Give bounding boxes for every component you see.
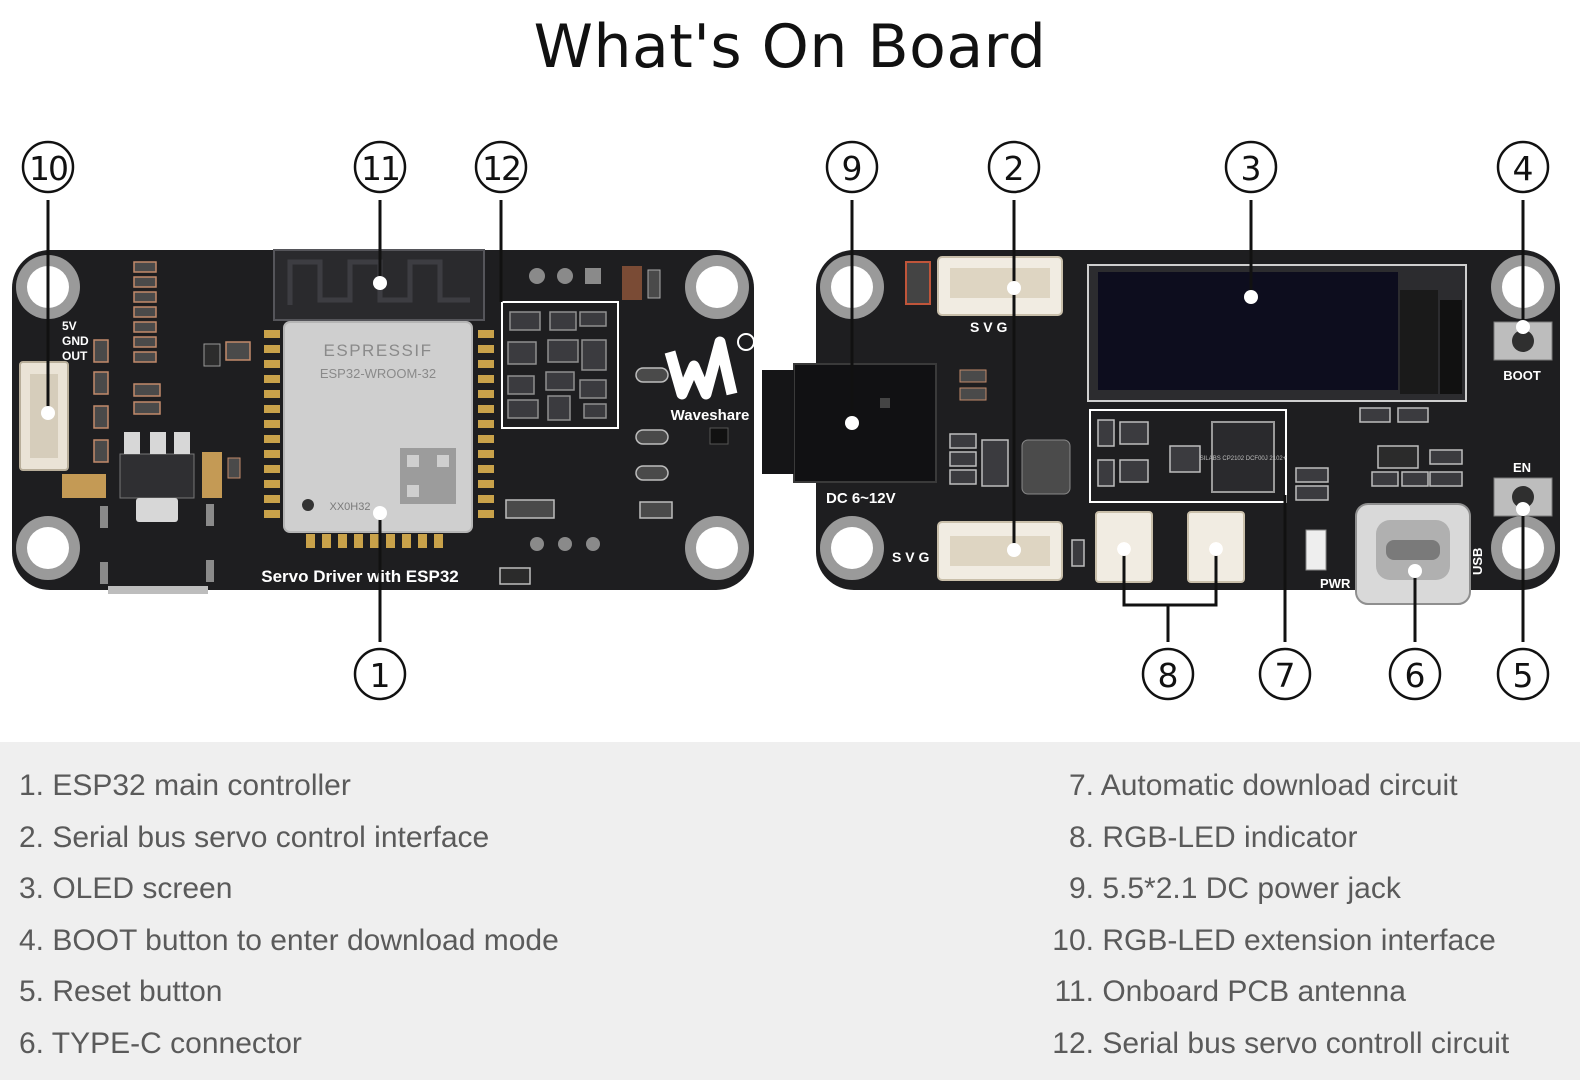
svg-text:12: 12 [482, 149, 520, 188]
svg-text:1: 1 [370, 656, 391, 695]
chip-brand-text: ESPRESSIF [324, 341, 433, 360]
ic-marking-text: SILABS CP2102 DCF00J 2102+ [1200, 456, 1287, 462]
callout-badge-1: 1 [353, 647, 407, 701]
svg-text:11: 11 [361, 149, 399, 188]
chip-model-text: ESP32-WROOM-32 [320, 366, 436, 381]
svg-text:5: 5 [1513, 656, 1534, 695]
legend-column-right: 7. Automatic download circuit 8. RGB-LED… [1050, 760, 1509, 1069]
board-front: ESPRESSIF ESP32-WROOM-32 XX0H32 Waveshar… [12, 249, 755, 594]
oled-screen [1087, 264, 1467, 402]
waveshare-logo-icon [664, 333, 755, 400]
legend-column-left: 1. ESP32 main controller 2. Serial bus s… [18, 760, 559, 1069]
chip-code-text: XX0H32 [330, 501, 371, 513]
svg-text:6: 6 [1405, 656, 1426, 695]
en-label: EN [1513, 460, 1531, 475]
legend-item: 11. Onboard PCB antenna [1054, 975, 1406, 1008]
pin-5v-label: 5V [62, 319, 77, 333]
callout-badge-2: 2 [987, 140, 1041, 194]
callout-badge-3: 3 [1224, 140, 1278, 194]
auto-download-circuit-area [1089, 409, 1287, 503]
mounting-hole [685, 516, 749, 580]
svg-text:7: 7 [1275, 656, 1296, 695]
mounting-hole [16, 516, 80, 580]
legend-item: 1. ESP32 main controller [18, 769, 351, 802]
usb-c-connector [1355, 503, 1471, 605]
board-diagram: ESPRESSIF ESP32-WROOM-32 XX0H32 Waveshar… [12, 140, 1560, 701]
svg-text:4: 4 [1513, 149, 1534, 188]
callout-badge-4: 4 [1496, 140, 1550, 194]
board-silkscreen-title: Servo Driver with ESP32 [261, 567, 458, 586]
svg-text:8: 8 [1158, 656, 1179, 695]
usb-label: USB [1470, 548, 1485, 575]
svg-text:9: 9 [842, 149, 863, 188]
callout-badge-12: 12 [474, 140, 528, 194]
dc-input-label: DC 6~12V [826, 490, 896, 507]
legend-panel: 1. ESP32 main controller 2. Serial bus s… [0, 742, 1580, 1080]
svg-text:2: 2 [1004, 149, 1025, 188]
mounting-hole [820, 516, 884, 580]
legend-item: 2. Serial bus servo control interface [18, 820, 490, 854]
callout-badge-9: 9 [825, 140, 879, 194]
callout-badge-6: 6 [1388, 647, 1442, 701]
callout-badge-11: 11 [353, 140, 407, 194]
legend-item: 8. RGB-LED indicator [1068, 820, 1358, 854]
callout-leaders [46, 200, 1525, 642]
callout-badge-7: 7 [1258, 647, 1312, 701]
legend-item: 10. RGB-LED extension interface [1052, 923, 1496, 957]
callout-badge-5: 5 [1496, 647, 1550, 701]
callout-badge-10: 10 [21, 140, 75, 194]
pin1-dot-icon [302, 499, 314, 511]
header-pins [529, 268, 601, 284]
legend-item: 6. TYPE-C connector [18, 1026, 302, 1060]
servo-connector-top [937, 256, 1063, 316]
header-pins [530, 537, 600, 551]
boot-label: BOOT [1503, 368, 1541, 383]
boot-button [1493, 321, 1553, 361]
callout-badge-8: 8 [1141, 647, 1195, 701]
servo-pins-label-top: S V G [970, 319, 1007, 335]
usb-bridge-ic [1211, 421, 1275, 493]
pwr-label: PWR [1320, 576, 1351, 591]
servo-pins-label-bottom: S V G [892, 549, 929, 565]
svg-text:10: 10 [29, 149, 67, 188]
servo-connector-bottom [937, 521, 1063, 581]
pin-out-label: OUT [62, 349, 88, 363]
dc-power-jack [793, 363, 937, 483]
waveshare-text: Waveshare [671, 407, 750, 424]
legend-item: 4. BOOT button to enter download mode [18, 923, 559, 957]
legend-item: 5. Reset button [18, 975, 223, 1008]
mounting-hole [685, 255, 749, 319]
page-title: What's On Board [533, 12, 1047, 82]
pin-gnd-label: GND [62, 334, 89, 348]
callout-dots [41, 276, 1530, 578]
legend-item: 12. Serial bus servo controll circuit [1052, 1026, 1510, 1060]
svg-text:3: 3 [1241, 149, 1262, 188]
legend-item: 9. 5.5*2.1 DC power jack [1068, 872, 1401, 905]
legend-item: 7. Automatic download circuit [1068, 769, 1458, 802]
legend-item: 3. OLED screen [18, 872, 233, 905]
servo-circuit-area [501, 301, 619, 429]
board-back: DC 6~12V S V G S V G [762, 250, 1560, 605]
